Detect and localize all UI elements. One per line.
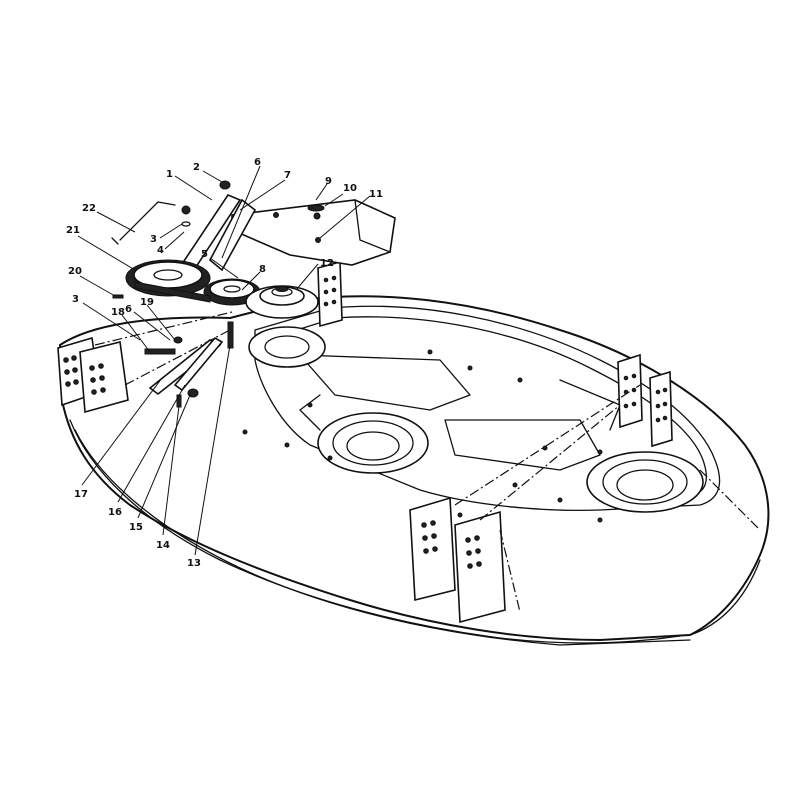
callout-3-bottom: 3 — [72, 294, 79, 305]
idler-arm — [111, 194, 257, 272]
baffle-brackets — [57, 336, 506, 624]
callout-6-bottom: 6 — [125, 304, 132, 315]
callout-1: 1 — [166, 169, 173, 180]
center-lines — [94, 311, 761, 613]
callout-2: 2 — [193, 162, 200, 173]
callout-labels: 1 2 6 7 9 10 11 22 3 4 21 5 8 12 20 3 6 … — [66, 157, 383, 569]
callout-4: 4 — [157, 245, 164, 256]
hardware — [112, 180, 325, 408]
callout-7: 7 — [284, 170, 291, 181]
callout-12: 12 — [320, 258, 334, 269]
callout-9: 9 — [325, 176, 332, 187]
callout-21: 21 — [66, 225, 80, 236]
callout-8: 8 — [259, 264, 266, 275]
rear-brackets — [317, 260, 673, 448]
callout-10: 10 — [343, 183, 357, 194]
callout-16: 16 — [108, 507, 122, 518]
pulleys — [125, 259, 319, 319]
callout-6-top: 6 — [254, 157, 261, 168]
callout-20: 20 — [68, 266, 82, 277]
callout-19: 19 — [140, 297, 154, 308]
callout-14: 14 — [156, 540, 170, 551]
callout-leaders — [77, 165, 371, 556]
callout-13: 13 — [187, 558, 201, 569]
callout-18: 18 — [111, 307, 125, 318]
deck-holes — [242, 349, 603, 523]
callout-5: 5 — [201, 249, 208, 260]
callout-15: 15 — [129, 522, 143, 533]
callout-3-top: 3 — [150, 234, 157, 245]
spindle-openings — [248, 326, 704, 513]
deck-shell — [59, 295, 770, 646]
callout-11: 11 — [369, 189, 383, 200]
callout-22: 22 — [82, 203, 96, 214]
callout-17: 17 — [74, 489, 88, 500]
